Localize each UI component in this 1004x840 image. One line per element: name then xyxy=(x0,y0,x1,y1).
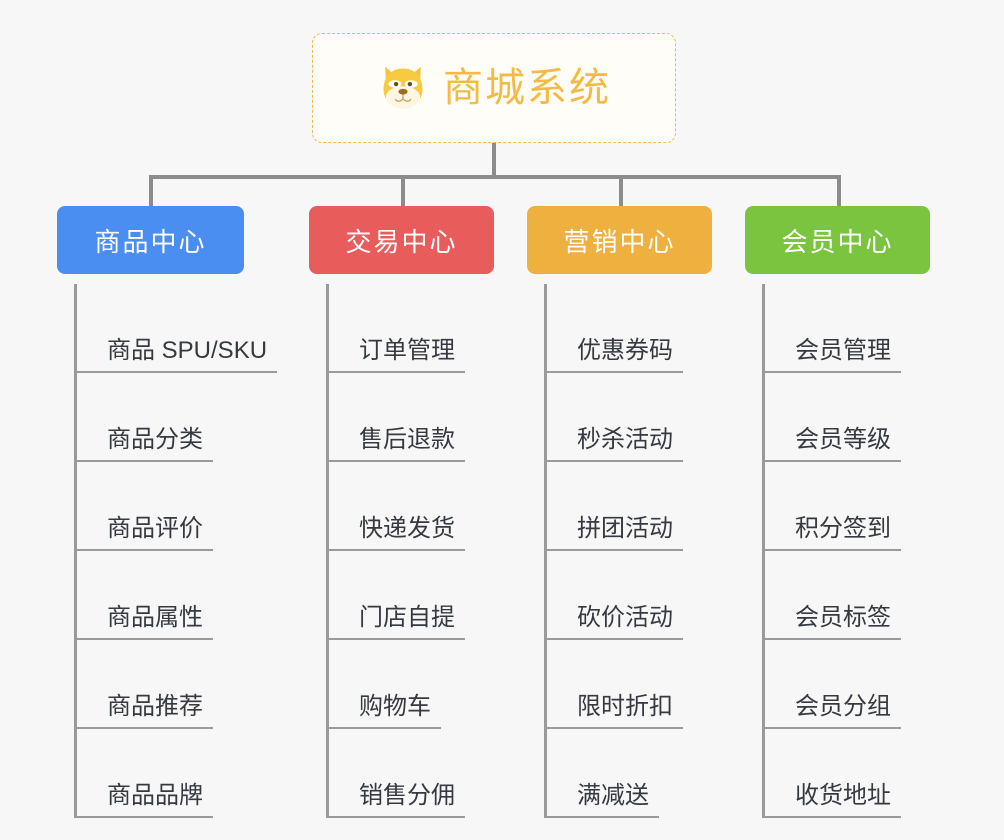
leaf-item-label: 快递发货 xyxy=(329,515,465,551)
leaf-item[interactable]: 商品推荐 xyxy=(77,640,213,729)
leaf-item-label: 商品分类 xyxy=(77,426,213,462)
leaf-item-label: 订单管理 xyxy=(329,337,465,373)
leaf-item-label: 收货地址 xyxy=(765,782,901,818)
leaf-item[interactable]: 会员管理 xyxy=(765,284,901,373)
leaf-item-label: 销售分佣 xyxy=(329,782,465,818)
column-spine xyxy=(762,284,765,818)
leaf-item[interactable]: 会员标签 xyxy=(765,551,901,640)
leaf-item-label: 限时折扣 xyxy=(547,693,683,729)
leaf-item[interactable]: 快递发货 xyxy=(329,462,465,551)
leaf-item[interactable]: 会员分组 xyxy=(765,640,901,729)
leaf-item-label: 积分签到 xyxy=(765,515,901,551)
leaf-item[interactable]: 限时折扣 xyxy=(547,640,683,729)
leaf-item-label: 售后退款 xyxy=(329,426,465,462)
leaf-item[interactable]: 门店自提 xyxy=(329,551,465,640)
leaf-item[interactable]: 拼团活动 xyxy=(547,462,683,551)
leaf-item-label: 会员标签 xyxy=(765,604,901,640)
leaf-item[interactable]: 购物车 xyxy=(329,640,441,729)
category-header-3[interactable]: 会员中心 xyxy=(745,206,930,274)
leaf-item[interactable]: 秒杀活动 xyxy=(547,373,683,462)
connector-drop-1 xyxy=(149,175,153,206)
category-header-label: 会员中心 xyxy=(781,226,894,257)
leaf-item[interactable]: 售后退款 xyxy=(329,373,465,462)
leaf-item[interactable]: 商品属性 xyxy=(77,551,213,640)
category-header-label: 营销中心 xyxy=(563,226,676,257)
leaf-item[interactable]: 商品 SPU/SKU xyxy=(77,284,278,373)
leaf-item[interactable]: 砍价活动 xyxy=(547,551,683,640)
leaf-item-label: 商品评价 xyxy=(77,515,213,551)
category-header-0[interactable]: 商品中心 xyxy=(57,206,244,274)
root-title: 商城系统 xyxy=(443,66,611,110)
leaf-item[interactable]: 满减送 xyxy=(547,729,659,818)
column-spine xyxy=(74,284,77,818)
leaf-item-label: 商品属性 xyxy=(77,604,213,640)
leaf-item-label: 会员管理 xyxy=(765,337,901,373)
shiba-dog-icon xyxy=(383,66,423,109)
connector-drop-3 xyxy=(619,175,623,206)
leaf-item-label: 会员等级 xyxy=(765,426,901,462)
connector-drop-4 xyxy=(837,175,841,206)
leaf-item[interactable]: 会员等级 xyxy=(765,373,901,462)
connector-horizontal-bus xyxy=(149,175,839,179)
category-header-label: 交易中心 xyxy=(345,226,458,257)
leaf-item[interactable]: 销售分佣 xyxy=(329,729,465,818)
leaf-item[interactable]: 收货地址 xyxy=(765,729,901,818)
leaf-item-label: 门店自提 xyxy=(329,604,465,640)
leaf-item[interactable]: 商品品牌 xyxy=(77,729,213,818)
leaf-item[interactable]: 商品评价 xyxy=(77,462,213,551)
leaf-item-label: 会员分组 xyxy=(765,693,901,729)
leaf-item[interactable]: 积分签到 xyxy=(765,462,901,551)
column-spine xyxy=(326,284,329,818)
leaf-item[interactable]: 商品分类 xyxy=(77,373,213,462)
leaf-item-label: 商品推荐 xyxy=(77,693,213,729)
column-spine xyxy=(544,284,547,818)
connector-drop-2 xyxy=(401,175,405,206)
leaf-item-label: 商品 SPU/SKU xyxy=(77,337,278,373)
leaf-item-label: 秒杀活动 xyxy=(547,426,683,462)
leaf-item-label: 砍价活动 xyxy=(547,604,683,640)
connector-root-stem xyxy=(492,143,496,178)
leaf-item[interactable]: 优惠券码 xyxy=(547,284,683,373)
leaf-item[interactable]: 订单管理 xyxy=(329,284,465,373)
leaf-item-label: 拼团活动 xyxy=(547,515,683,551)
leaf-item-label: 优惠券码 xyxy=(547,337,683,373)
leaf-item-label: 购物车 xyxy=(329,693,441,729)
leaf-item-label: 商品品牌 xyxy=(77,782,213,818)
category-header-1[interactable]: 交易中心 xyxy=(309,206,494,274)
root-node-shop-system[interactable]: 商城系统 xyxy=(312,33,676,143)
category-header-2[interactable]: 营销中心 xyxy=(527,206,712,274)
category-header-label: 商品中心 xyxy=(94,226,207,257)
leaf-item-label: 满减送 xyxy=(547,782,659,818)
